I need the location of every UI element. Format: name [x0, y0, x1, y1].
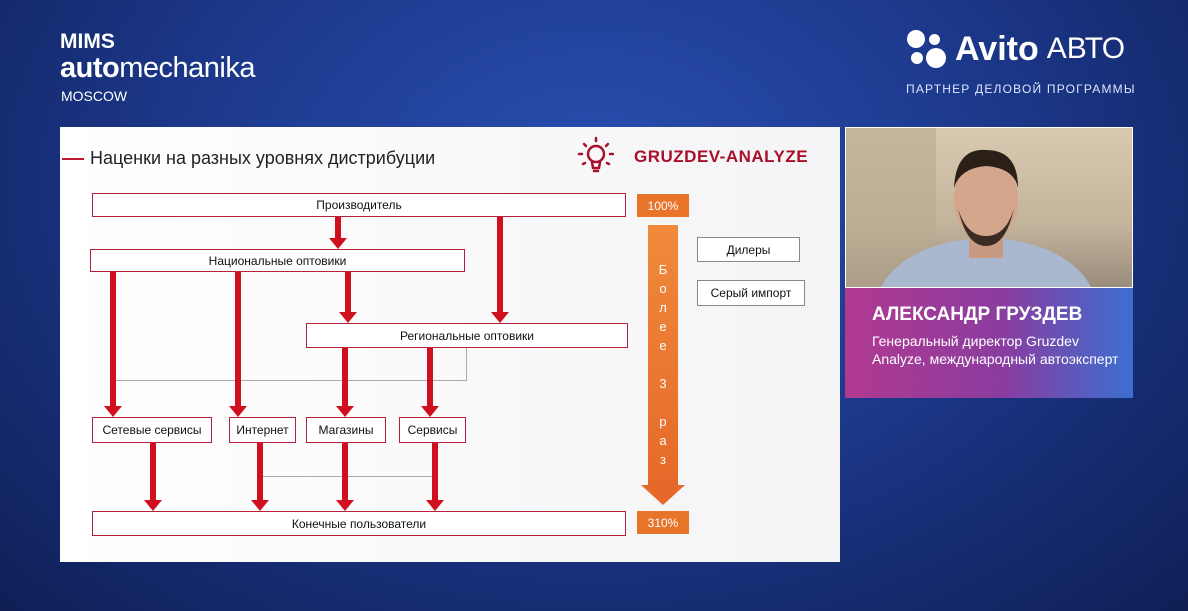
- avito-suffix: АВТО: [1046, 32, 1126, 65]
- node-services: Сервисы: [399, 417, 466, 443]
- vertical-label: Более 3 раз: [655, 262, 671, 471]
- speaker-webcam: [845, 127, 1133, 288]
- slide-title: Наценки на разных уровнях дистрибуции: [90, 148, 436, 168]
- markup-310: 310%: [637, 511, 689, 534]
- side-box-dealers: Дилеры: [697, 237, 800, 262]
- node-producer: Производитель: [92, 193, 626, 217]
- logo-mechanika: mechanika: [119, 52, 255, 84]
- lightbulb-icon: [577, 136, 614, 173]
- avito-logo: Avito АВТО: [905, 28, 1125, 70]
- title-dash: [62, 158, 84, 160]
- connector-line: [466, 347, 467, 381]
- event-logo-moscow: MOSCOW: [61, 88, 128, 104]
- event-logo-mims: MIMS: [60, 30, 115, 53]
- markup-100: 100%: [637, 194, 689, 217]
- slide-brand: GRUZDEV-ANALYZE: [634, 147, 809, 166]
- speaker-silhouette: [846, 128, 1091, 287]
- node-network-services: Сетевые сервисы: [92, 417, 212, 443]
- speaker-name: АЛЕКСАНДР ГРУЗДЕВ: [872, 304, 1083, 325]
- markup-arrow: [648, 225, 678, 487]
- logo-auto: auto: [60, 52, 120, 84]
- side-box-gray-import: Серый импорт: [697, 280, 805, 306]
- markup-arrow-label: Более 3 раз: [648, 262, 678, 475]
- speaker-lower-third: [845, 288, 1133, 398]
- markup-arrow-head: [641, 485, 685, 505]
- sponsor-tagline: ПАРТНЕР ДЕЛОВОЙ ПРОГРАММЫ: [906, 82, 1136, 96]
- node-end-users: Конечные пользователи: [92, 511, 626, 536]
- node-internet: Интернет: [229, 417, 296, 443]
- speaker-role: Генеральный директор Gruzdev Analyze, ме…: [872, 333, 1119, 367]
- event-logo-automechanika: automechanika: [60, 52, 255, 85]
- avito-dots-icon: [905, 28, 947, 70]
- node-national-wholesalers: Национальные оптовики: [90, 249, 465, 272]
- node-regional-wholesalers: Региональные оптовики: [306, 323, 628, 348]
- connector-line: [113, 380, 467, 381]
- avito-brand: Avito: [955, 29, 1039, 68]
- node-shops: Магазины: [306, 417, 386, 443]
